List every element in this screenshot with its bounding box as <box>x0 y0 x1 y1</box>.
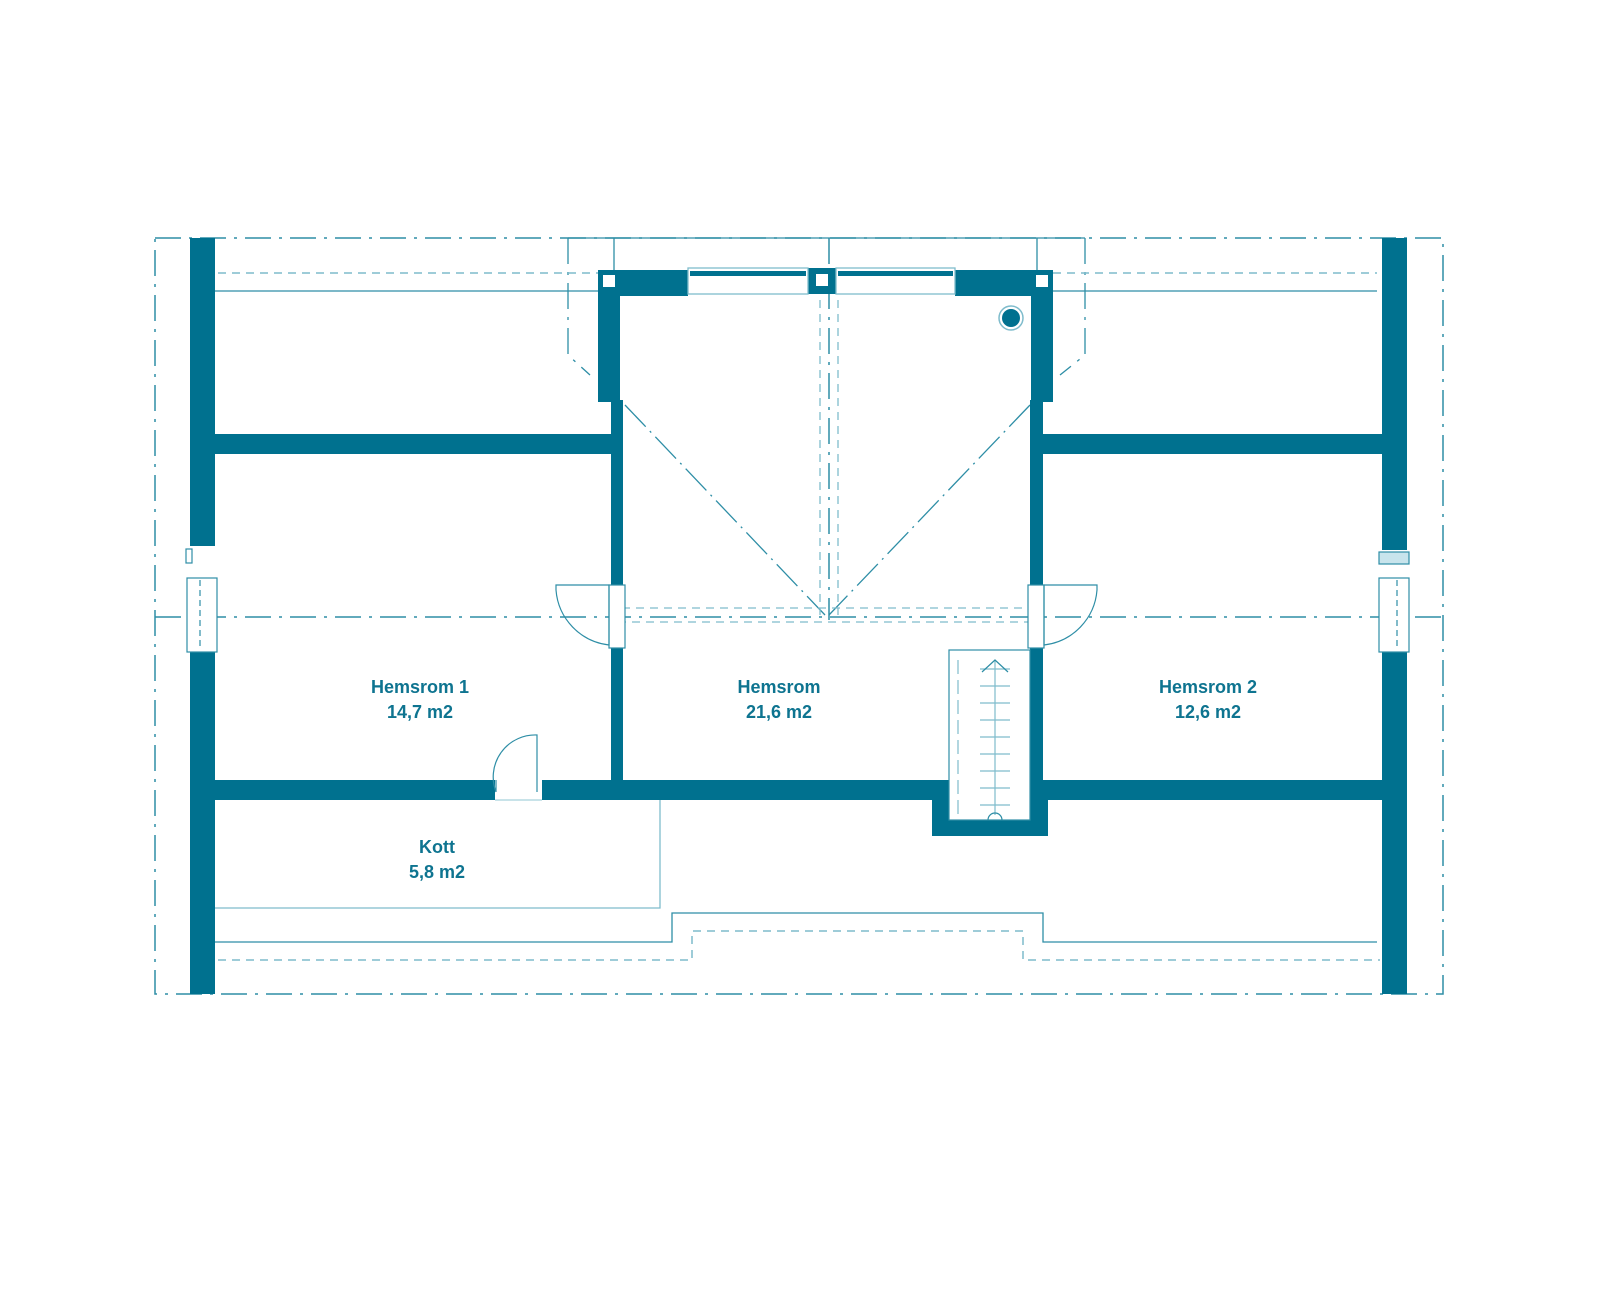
room-area: 12,6 m2 <box>1174 702 1242 722</box>
roof-window-lines <box>624 300 1031 616</box>
room-label-kott: Kott 5,8 m2 <box>409 835 465 885</box>
dormer-windows <box>687 267 956 295</box>
roof-outline <box>154 237 1444 995</box>
room-area: 5,8 m2 <box>408 862 466 882</box>
dormer-guides <box>567 237 1086 376</box>
chimney-icon <box>998 305 1024 331</box>
knee-wall-lines <box>214 290 1377 943</box>
room-label-hemsrom-1: Hemsrom 1 14,7 m2 <box>371 675 469 725</box>
room-label-hemsrom: Hemsrom 21,6 m2 <box>737 675 820 725</box>
room-area: 14,7 m2 <box>386 702 454 722</box>
eave-lines <box>218 272 1380 961</box>
kott-outline <box>215 800 661 909</box>
room-name: Kott <box>419 837 455 857</box>
walls <box>190 238 1407 994</box>
room-label-hemsrom-2: Hemsrom 2 12,6 m2 <box>1159 675 1257 725</box>
door-swing-icon-right <box>1027 584 1098 649</box>
door-swing-icon-left <box>555 584 626 649</box>
post-markers <box>603 274 1048 287</box>
stairs-icon <box>948 649 1031 821</box>
room-name: Hemsrom 2 <box>1158 677 1258 697</box>
room-name: Hemsrom 1 <box>370 677 470 697</box>
window-icon-right <box>1378 551 1410 653</box>
door-swing-icon-kott <box>492 734 542 801</box>
room-name: Hemsrom <box>737 677 821 697</box>
window-icon-left <box>185 548 218 653</box>
room-area: 21,6 m2 <box>745 702 813 722</box>
